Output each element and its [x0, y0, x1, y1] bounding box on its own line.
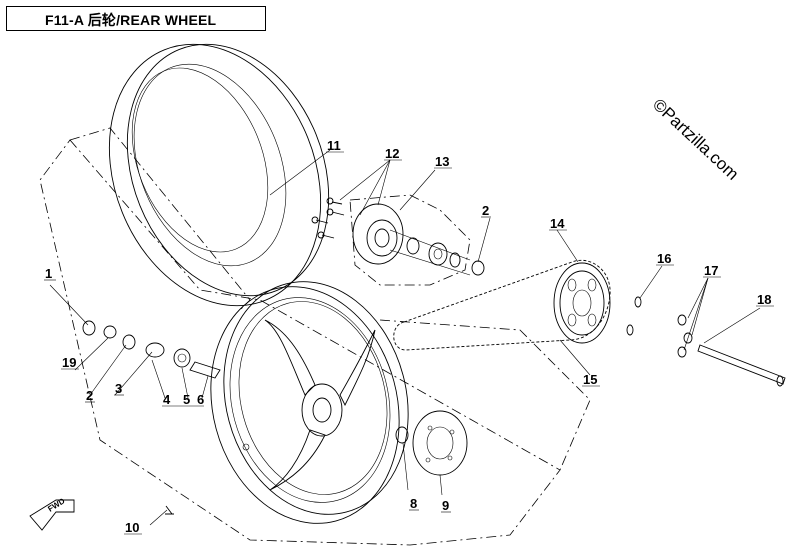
callout-17: 17 — [704, 263, 718, 278]
sprocket-carrier — [395, 410, 468, 476]
callout-14: 14 — [550, 216, 565, 231]
callout-15: 15 — [583, 372, 597, 387]
callouts: 1 2 2 3 4 5 6 8 9 10 11 12 13 14 15 16 1… — [45, 138, 771, 535]
fwd-label: FWD — [46, 496, 66, 513]
valve-stem — [165, 505, 174, 515]
leader-lines — [49, 149, 761, 526]
tire-outline — [69, 127, 251, 311]
rear-sprocket — [553, 262, 611, 344]
callout-12: 12 — [385, 146, 399, 161]
callout-1: 1 — [45, 266, 52, 281]
callout-10: 10 — [125, 520, 139, 535]
callout-6: 6 — [197, 392, 204, 407]
hub-bolts — [311, 197, 345, 239]
callout-3: 3 — [115, 381, 122, 396]
tire — [108, 43, 330, 307]
callout-13: 13 — [435, 154, 449, 169]
callout-2-left: 2 — [86, 388, 93, 403]
callout-4: 4 — [163, 392, 171, 407]
callout-19: 19 — [62, 355, 76, 370]
axle — [697, 344, 786, 387]
wheel-rim — [210, 281, 409, 524]
left-spacers — [82, 320, 221, 379]
callout-9: 9 — [442, 498, 449, 513]
assembly-outline — [39, 139, 561, 546]
drive-chain — [393, 260, 611, 351]
chain-adjusters — [626, 296, 693, 358]
hub-outline — [349, 194, 471, 286]
hub-bearings — [406, 237, 485, 276]
callout-18: 18 — [757, 292, 771, 307]
callout-2-right: 2 — [482, 203, 489, 218]
title-box: F11-A 后轮/REAR WHEEL — [6, 6, 266, 31]
sprocket-guide — [379, 319, 591, 471]
callout-underlines — [44, 151, 774, 535]
callout-8: 8 — [410, 496, 417, 511]
callout-5: 5 — [183, 392, 190, 407]
page-title: F11-A 后轮/REAR WHEEL — [45, 12, 217, 28]
hub — [352, 203, 471, 276]
callout-16: 16 — [657, 251, 671, 266]
fwd-arrow-icon: FWD — [29, 496, 75, 531]
callout-11: 11 — [327, 138, 341, 153]
